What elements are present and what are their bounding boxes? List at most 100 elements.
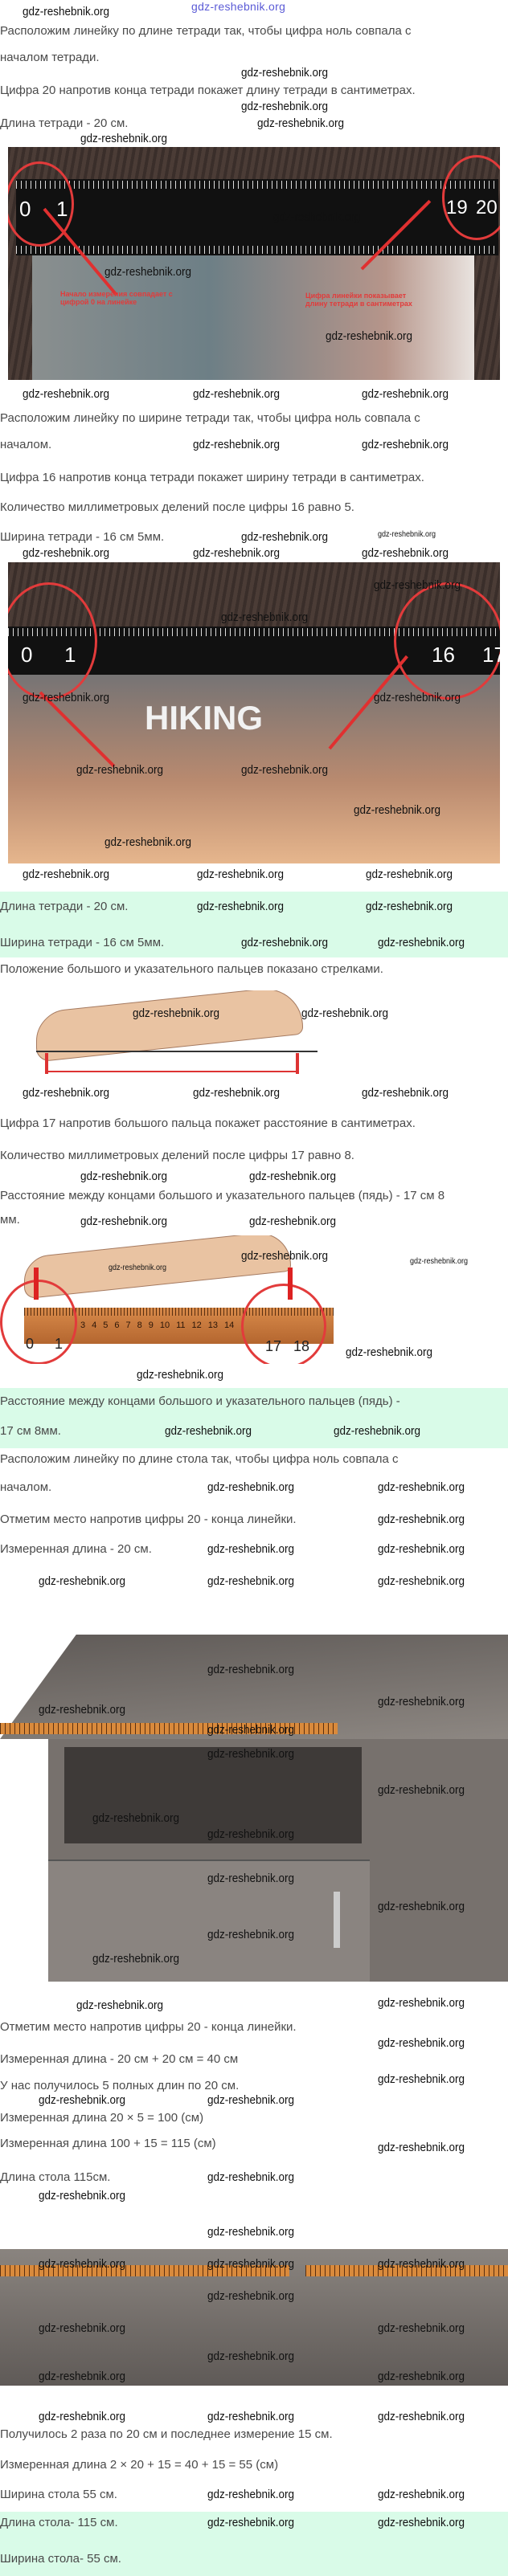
watermark: gdz-reshebnik.org — [241, 66, 329, 80]
watermark: gdz-reshebnik.org — [257, 116, 345, 130]
watermark: gdz-reshebnik.org — [207, 2093, 295, 2107]
watermark: gdz-reshebnik.org — [378, 1783, 465, 1797]
notebook-length-photo: 0 1 19 20 Начало измерения совпадает с ц… — [8, 147, 500, 380]
watermark: gdz-reshebnik.org — [137, 1368, 224, 1382]
text-notebook-p7: Ширина тетради - 16 см 5мм. — [0, 530, 165, 544]
arrow-up-icon — [45, 1053, 48, 1074]
text-span-p3: Количество миллиметровых делений после ц… — [0, 1149, 354, 1162]
watermark: gdz-reshebnik.org — [378, 1900, 465, 1913]
watermark: gdz-reshebnik.org — [197, 868, 285, 881]
watermark: gdz-reshebnik.org — [346, 1345, 433, 1359]
measure-line — [48, 1071, 297, 1072]
desk-photo — [0, 1611, 508, 1982]
text-table-p4: Отметим место напротив цифры 20 - конца … — [0, 2020, 297, 2034]
watermark: gdz-reshebnik.org — [39, 2189, 126, 2202]
watermark: gdz-reshebnik.org — [207, 1872, 295, 1885]
watermark: gdz-reshebnik.org — [133, 1006, 220, 1020]
watermark: gdz-reshebnik.org — [92, 1811, 180, 1825]
watermark: gdz-reshebnik.org — [39, 2370, 126, 2383]
watermark: gdz-reshebnik.org — [378, 530, 436, 539]
highlight-circle-right — [442, 155, 500, 240]
text-table-p1a: Расположим линейку по длине стола так, ч… — [0, 1452, 399, 1466]
watermark: gdz-reshebnik.org — [23, 387, 110, 401]
desk-width-photo — [0, 2217, 508, 2386]
text-notebook-p5: Цифра 16 напротив конца тетради покажет … — [0, 471, 424, 484]
ruler-tick-label: 6 — [114, 1321, 120, 1330]
watermark: gdz-reshebnik.org — [104, 265, 192, 279]
watermark: gdz-reshebnik.org — [207, 2225, 295, 2239]
watermark: gdz-reshebnik.org — [354, 803, 441, 817]
watermark: gdz-reshebnik.org — [378, 1695, 465, 1708]
ruler-label-1: 1 — [55, 1336, 63, 1352]
text-notebook-p1a: Расположим линейку по длине тетради так,… — [0, 24, 412, 38]
watermark: gdz-reshebnik.org — [362, 1086, 449, 1100]
ruler-tick-label: 8 — [137, 1321, 142, 1330]
drawer-handle-icon — [334, 1892, 340, 1948]
site-title[interactable]: gdz-reshebnik.org — [191, 0, 286, 13]
highlight-circle-left — [8, 161, 74, 247]
watermark: gdz-reshebnik.org — [241, 100, 329, 113]
watermark: gdz-reshebnik.org — [378, 2516, 465, 2529]
ruler-tick-label: 4 — [92, 1321, 97, 1330]
ruler-tick-label: 7 — [125, 1321, 131, 1330]
watermark: gdz-reshebnik.org — [193, 438, 281, 451]
text-notebook-p2: Цифра 20 напротив конца тетради покажет … — [0, 84, 416, 97]
watermark: gdz-reshebnik.org — [410, 1257, 469, 1266]
text-span-p4a: Расстояние между концами большого и указ… — [0, 1189, 445, 1202]
ruler-label-1: 1 — [56, 197, 68, 221]
watermark: gdz-reshebnik.org — [193, 387, 281, 401]
watermark: gdz-reshebnik.org — [76, 763, 164, 777]
answer-box-span: Расстояние между концами большого и указ… — [0, 1388, 508, 1448]
watermark: gdz-reshebnik.org — [374, 691, 461, 704]
text-table-p7: Измеренная длина 20 × 5 = 100 (см) — [0, 2111, 204, 2125]
hand-diagram — [32, 990, 330, 1075]
desk-shelf — [64, 1747, 362, 1843]
text-table-p1b: началом. — [0, 1480, 52, 1494]
watermark: gdz-reshebnik.org — [207, 2289, 295, 2303]
watermark: gdz-reshebnik.org — [249, 1170, 337, 1183]
watermark: gdz-reshebnik.org — [207, 1723, 295, 1737]
watermark: gdz-reshebnik.org — [39, 2257, 126, 2271]
watermark: gdz-reshebnik.org — [378, 2072, 465, 2086]
photo-caption-right: Цифра линейки показывает длину тетради в… — [305, 292, 412, 308]
watermark: gdz-reshebnik.org — [378, 1513, 465, 1526]
watermark: gdz-reshebnik.org — [80, 1170, 168, 1183]
watermark: gdz-reshebnik.org — [92, 1952, 180, 1966]
watermark: gdz-reshebnik.org — [207, 1928, 295, 1941]
watermark: gdz-reshebnik.org — [362, 387, 449, 401]
notebook-width-photo: HIKING 0 1 16 17 — [8, 562, 500, 863]
text-span-p4b: мм. — [0, 1213, 20, 1227]
desk-drawer — [48, 1860, 370, 1982]
watermark: gdz-reshebnik.org — [207, 1574, 295, 1588]
ruler-label-0: 0 — [21, 643, 33, 667]
watermark: gdz-reshebnik.org — [104, 835, 192, 849]
ruler-label-0: 0 — [26, 1336, 35, 1352]
arrow-up-icon — [34, 1268, 39, 1300]
ruler-label-16: 16 — [432, 643, 455, 667]
answer-span-line1: Расстояние между концами большого и указ… — [0, 1394, 400, 1408]
text-notebook-p6: Количество миллиметровых делений после ц… — [0, 500, 354, 514]
text-table-p10: Получилось 2 раза по 20 см и последнее и… — [0, 2427, 333, 2441]
watermark: gdz-reshebnik.org — [207, 2349, 295, 2363]
watermark: gdz-reshebnik.org — [207, 1663, 295, 1676]
watermark: gdz-reshebnik.org — [366, 868, 453, 881]
watermark: gdz-reshebnik.org — [378, 2410, 465, 2423]
ruler-label-19: 19 — [446, 197, 468, 218]
ruler-2 — [305, 2265, 508, 2276]
watermark: gdz-reshebnik.org — [39, 1574, 126, 1588]
watermark: gdz-reshebnik.org — [165, 1424, 252, 1438]
text-span-p1: Положение большого и указательного пальц… — [0, 962, 383, 976]
watermark: gdz-reshebnik.org — [23, 1086, 110, 1100]
highlight-circle-right — [394, 582, 500, 700]
watermark: gdz-reshebnik.org — [241, 763, 329, 777]
text-span-p2: Цифра 17 напротив большого пальца покаже… — [0, 1117, 416, 1130]
desk-cabinet — [48, 1739, 508, 1982]
answer-box-notebook: Длина тетради - 20 см. Ширина тетради - … — [0, 892, 508, 957]
text-table-p11: Измеренная длина 2 × 20 + 15 = 40 + 15 =… — [0, 2458, 279, 2472]
ruler-label-0: 0 — [19, 197, 31, 221]
ruler-tick-label: 10 — [159, 1321, 170, 1330]
watermark: gdz-reshebnik.org — [207, 1480, 295, 1494]
ruler-tick-label: 3 — [80, 1321, 86, 1330]
baseline — [36, 1051, 318, 1052]
